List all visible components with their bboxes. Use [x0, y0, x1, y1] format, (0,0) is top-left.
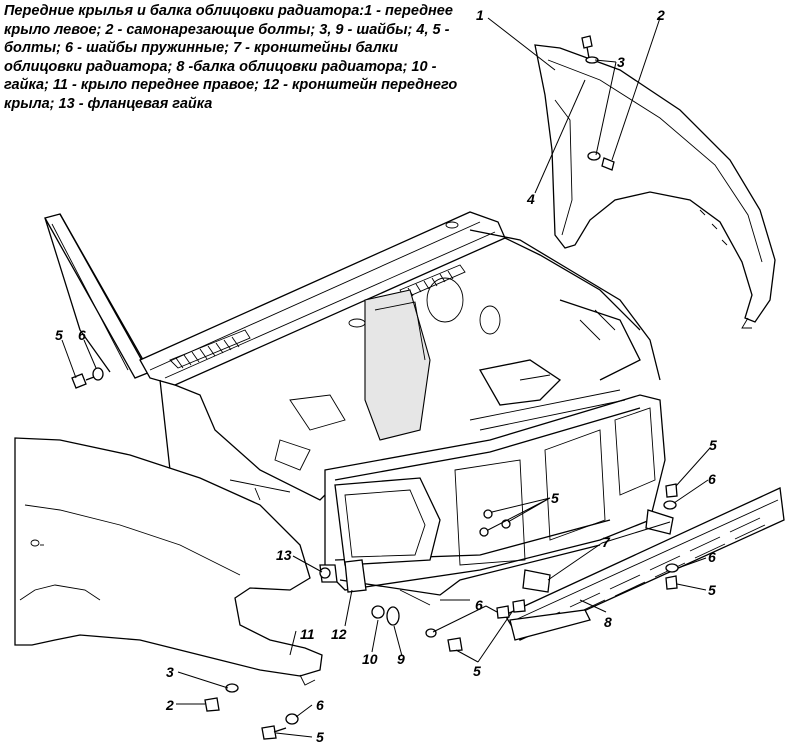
callout-labels: 1 2 3 4 5 6 5 6 5 7 6 5 13 11 12 10 9 6 …	[55, 7, 717, 745]
callout-6-bottom-center: 6	[475, 597, 483, 613]
cowl-panel	[139, 211, 506, 386]
leader-lines	[61, 17, 711, 738]
callout-2-top: 2	[656, 7, 665, 23]
callout-7: 7	[602, 534, 611, 550]
callout-10: 10	[362, 651, 378, 667]
callout-5-bottom: 5	[316, 729, 324, 745]
callout-8: 8	[604, 614, 612, 630]
windshield-frame	[44, 213, 151, 379]
callout-1: 1	[476, 7, 484, 23]
callout-5-left: 5	[55, 327, 63, 343]
callout-5-right-upper: 5	[709, 437, 717, 453]
callout-3-top: 3	[617, 54, 625, 70]
callout-9: 9	[397, 651, 405, 667]
callout-6-right-lower: 6	[708, 549, 716, 565]
callout-2-bottom: 2	[165, 697, 174, 713]
callout-3-bottom: 3	[166, 664, 174, 680]
callout-5-right-lower: 5	[708, 582, 716, 598]
radiator-front-frame	[324, 389, 666, 606]
callout-5-center: 5	[551, 490, 559, 506]
callout-12: 12	[331, 626, 347, 642]
callout-13: 13	[276, 547, 292, 563]
callout-11: 11	[300, 626, 315, 642]
callout-6-left: 6	[78, 327, 86, 343]
figure-caption: Передние крылья и балка облицовки радиат…	[4, 3, 458, 112]
callout-6-bottom: 6	[316, 697, 324, 713]
fasteners	[71, 35, 679, 740]
radiator-facing-beam-part-8	[504, 487, 785, 641]
left-fender-part-1	[534, 44, 776, 329]
callout-6-right-upper: 6	[708, 471, 716, 487]
engine-bay-structure	[159, 229, 661, 561]
right-fender-part-11	[14, 437, 323, 686]
callout-5-bottom-center: 5	[473, 663, 481, 679]
callout-4: 4	[526, 191, 535, 207]
beam-brackets-part-7	[522, 509, 674, 593]
